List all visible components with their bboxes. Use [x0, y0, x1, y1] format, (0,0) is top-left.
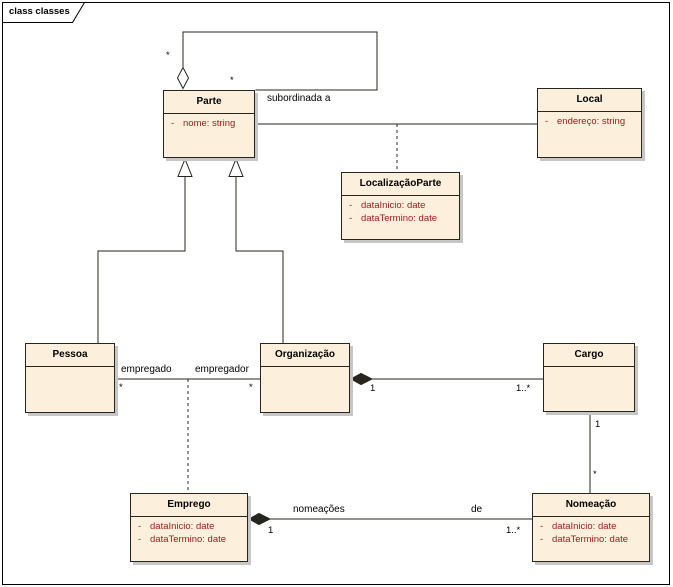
- multiplicity-cargo-nomeacao-source: 1: [595, 419, 601, 430]
- attributes-compartment: [26, 367, 114, 370]
- attribute: -dataTermino: date: [533, 533, 649, 546]
- diagram-title: class classes: [9, 6, 70, 17]
- visibility-marker: -: [171, 118, 175, 129]
- class-name: Parte: [164, 91, 254, 114]
- attribute: -dataTermino: date: [342, 212, 459, 225]
- attribute: -dataTermino: date: [131, 533, 247, 546]
- multiplicity-emprego-nomeacao-source: 1: [268, 525, 274, 536]
- class-name: Nomeação: [533, 494, 649, 517]
- generalization-pessoa-parte: [97, 157, 193, 343]
- attributes-compartment: -dataInicio: date -dataTermino: date: [342, 196, 459, 225]
- class-organizacao[interactable]: Organização: [260, 343, 350, 413]
- attributes-compartment: -dataInicio: date -dataTermino: date: [533, 517, 649, 546]
- multiplicity-pessoa: *: [119, 382, 123, 393]
- class-parte[interactable]: Parte -nome: string: [163, 90, 255, 158]
- class-name: Pessoa: [26, 344, 114, 367]
- class-name: Emprego: [131, 494, 247, 517]
- composition-diamond-icon: [349, 372, 374, 386]
- association-emprego-nomeacao: [247, 512, 532, 526]
- association-parte-self: [176, 31, 378, 91]
- attribute-text: nome: string: [183, 118, 236, 129]
- attribute-text: endereço: string: [557, 116, 626, 127]
- diagram-frame-tab: [2, 2, 86, 23]
- visibility-marker: -: [349, 200, 353, 211]
- attribute: -endereço: string: [538, 115, 641, 128]
- generalization-triangle-icon: [228, 157, 244, 177]
- generalization-organizacao-parte: [228, 157, 284, 343]
- visibility-marker: -: [540, 521, 544, 532]
- attributes-compartment: -dataInicio: date -dataTermino: date: [131, 517, 247, 546]
- multiplicity-parte-self-target: *: [230, 75, 234, 86]
- association-organizacao-cargo: [349, 372, 543, 386]
- association-name-nomeacoes: nomeações: [293, 504, 345, 515]
- class-name: Organização: [261, 344, 349, 367]
- multiplicity-org-cargo-source: 1: [370, 383, 376, 394]
- class-cargo[interactable]: Cargo: [543, 343, 635, 412]
- class-emprego[interactable]: Emprego -dataInicio: date -dataTermino: …: [130, 493, 248, 562]
- multiplicity-cargo-nomeacao-target: *: [593, 469, 597, 480]
- attributes-compartment: [544, 367, 634, 370]
- class-pessoa[interactable]: Pessoa: [25, 343, 115, 413]
- visibility-marker: -: [349, 213, 353, 224]
- multiplicity-org-cargo-target: 1..*: [516, 383, 531, 394]
- role-label-empregado: empregado: [121, 364, 172, 375]
- class-name: Cargo: [544, 344, 634, 367]
- attribute-text: dataInicio: date: [361, 200, 426, 211]
- attributes-compartment: -nome: string: [164, 114, 254, 130]
- attributes-compartment: [261, 367, 349, 370]
- association-name-subordinada-a: subordinada a: [267, 93, 331, 104]
- association-pessoa-organizacao: [115, 378, 260, 492]
- composition-diamond-icon: [247, 512, 272, 526]
- generalization-triangle-icon: [177, 157, 193, 177]
- attribute: -dataInicio: date: [533, 520, 649, 533]
- role-label-empregador: empregador: [195, 364, 249, 375]
- multiplicity-emprego-nomeacao-target: 1..*: [506, 525, 521, 536]
- multiplicity-parte-self-source: *: [166, 50, 170, 61]
- attribute-text: dataInicio: date: [150, 521, 215, 532]
- class-localizacaoparte[interactable]: LocalizaçãoParte -dataInicio: date -data…: [341, 172, 460, 240]
- class-local[interactable]: Local -endereço: string: [537, 88, 642, 158]
- association-name-de: de: [471, 504, 483, 515]
- class-name: Local: [538, 89, 641, 112]
- association-parte-local: [255, 123, 537, 171]
- attribute-text: dataTermino: date: [552, 534, 629, 545]
- attribute: -nome: string: [164, 117, 254, 130]
- multiplicity-organizacao: *: [249, 382, 253, 393]
- class-name: LocalizaçãoParte: [342, 173, 459, 196]
- attribute-text: dataTermino: date: [361, 213, 438, 224]
- visibility-marker: -: [540, 534, 544, 545]
- attribute: -dataInicio: date: [342, 199, 459, 212]
- attribute-text: dataInicio: date: [552, 521, 617, 532]
- visibility-marker: -: [138, 534, 142, 545]
- attribute-text: dataTermino: date: [150, 534, 227, 545]
- attributes-compartment: -endereço: string: [538, 112, 641, 128]
- attribute: -dataInicio: date: [131, 520, 247, 533]
- visibility-marker: -: [138, 521, 142, 532]
- visibility-marker: -: [545, 116, 549, 127]
- aggregation-diamond-icon: [176, 66, 190, 90]
- class-nomeacao[interactable]: Nomeação -dataInicio: date -dataTermino:…: [532, 493, 650, 562]
